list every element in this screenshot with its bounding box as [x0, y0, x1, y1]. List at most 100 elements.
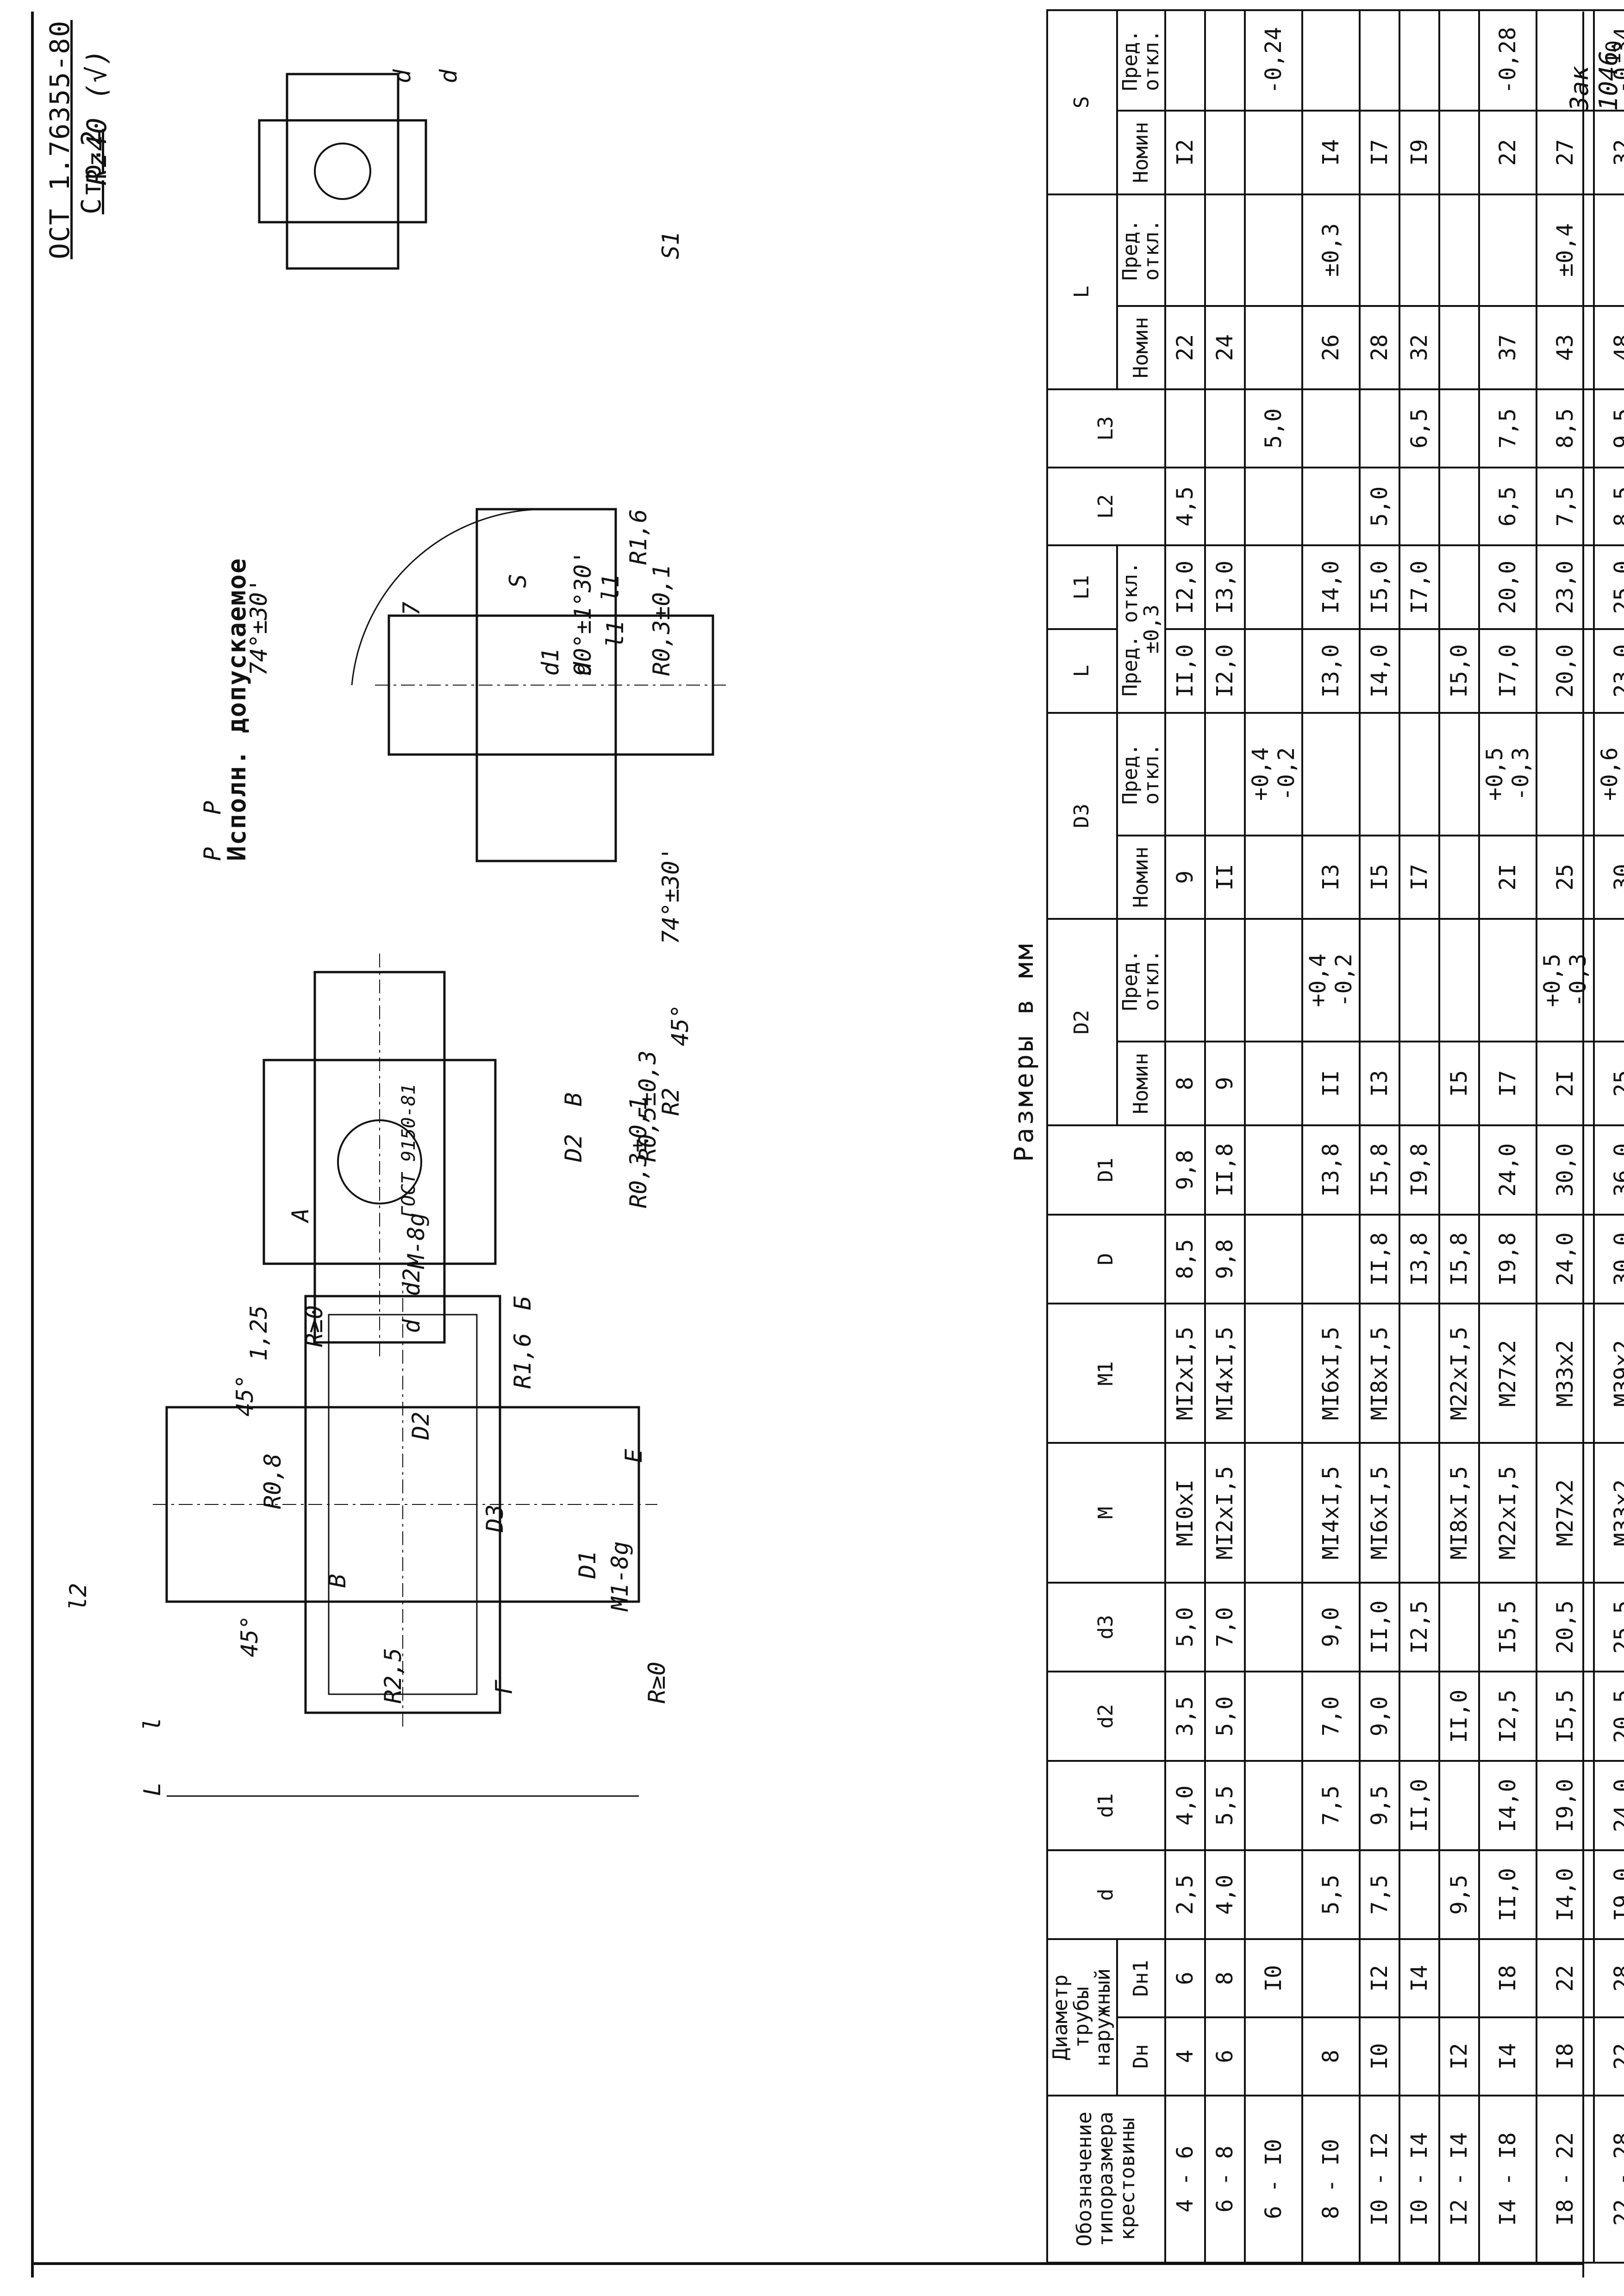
cell-D2	[1244, 1042, 1302, 1125]
cell-des: I0 - I4	[1399, 2095, 1439, 2263]
cell-M: MI0xI	[1165, 1443, 1205, 1583]
cell-des: 8 - I0	[1302, 2095, 1360, 2263]
cell-Lt	[1359, 194, 1399, 306]
cell-D2t	[1479, 919, 1537, 1042]
cell-l3: 6,5	[1399, 389, 1439, 468]
cell-St	[1302, 10, 1360, 111]
cell-l3	[1359, 389, 1399, 468]
cell-l2	[1302, 467, 1360, 546]
cross-section-drawing	[153, 1282, 657, 1797]
cell-d3: 5,0	[1165, 1582, 1205, 1672]
cell-D2: 9	[1205, 1042, 1245, 1125]
cell-L: 28	[1359, 306, 1399, 390]
cell-St: -0,28	[1479, 10, 1537, 111]
cell-M1	[1244, 1304, 1302, 1443]
cell-D1	[1439, 1125, 1479, 1215]
cell-Dn1	[1439, 1939, 1479, 2018]
dim-l1-a: l1	[597, 574, 624, 602]
cell-l: I5,0	[1439, 629, 1479, 713]
cell-Dn1	[1302, 1939, 1360, 2018]
cell-D	[1302, 1214, 1360, 1304]
cell-l1: 20,0	[1479, 545, 1537, 630]
cell-D3t	[1205, 712, 1245, 836]
cell-Dn1: 6	[1165, 1939, 1205, 2018]
cell-D2: I7	[1479, 1042, 1537, 1125]
dim-m8g: M-8g	[403, 1212, 430, 1268]
cell-d2: 7,0	[1302, 1672, 1360, 1761]
cell-D: 30,0	[1593, 1214, 1624, 1304]
cell-D2: I3	[1359, 1042, 1399, 1125]
dim-125-a: 1,25	[245, 1305, 272, 1361]
cell-M: M33x2	[1593, 1443, 1624, 1583]
cell-D3: 25	[1536, 835, 1594, 919]
cell-l: II,0	[1165, 629, 1205, 713]
cell-l1: 25,0	[1593, 545, 1624, 630]
cell-l: 23,0	[1593, 629, 1624, 713]
cell-d2: 9,0	[1359, 1672, 1399, 1761]
cell-l2: 7,5	[1536, 467, 1594, 546]
cell-S: I7	[1359, 110, 1399, 194]
cell-Lt	[1593, 194, 1624, 306]
cell-l	[1244, 629, 1302, 713]
cell-d: I9,0	[1593, 1850, 1624, 1940]
cell-M1: M22xI,5	[1439, 1304, 1479, 1443]
cell-S	[1439, 110, 1479, 194]
cell-D: 8,5	[1165, 1214, 1205, 1304]
cell-Dn: I4	[1479, 2017, 1537, 2096]
cell-M1	[1399, 1304, 1439, 1443]
cell-D: II,8	[1359, 1214, 1399, 1304]
cell-L: 43	[1536, 306, 1594, 390]
cell-M1: M33x2	[1536, 1304, 1594, 1443]
label-v: В	[324, 1573, 351, 1588]
cell-Dn1: I8	[1479, 1939, 1537, 2018]
label-g: Г	[491, 1680, 518, 1694]
hdr-L-tol: Пред. откл.	[1117, 194, 1165, 306]
cell-D3t	[1439, 712, 1479, 836]
cell-S: 27	[1536, 110, 1594, 194]
cell-d3	[1439, 1582, 1479, 1672]
small-section-drawing	[258, 73, 427, 270]
dim-angle-74-a: 74°±30'	[657, 847, 684, 944]
cell-D2t	[1359, 919, 1399, 1042]
cell-M1: MI2xI,5	[1165, 1304, 1205, 1443]
cell-D1: I9,8	[1399, 1125, 1439, 1215]
dim-d-small-a: d	[389, 69, 416, 83]
dimensions-table: Обозначение типоразмера крестовины Диаме…	[1046, 9, 1624, 2264]
cell-D2t	[1244, 919, 1302, 1042]
hdr-M: M	[1047, 1443, 1165, 1583]
cell-Dn: 22	[1593, 2017, 1624, 2096]
cell-M1: MI8xI,5	[1359, 1304, 1399, 1443]
cell-d1: I9,0	[1536, 1761, 1594, 1850]
cell-Lt	[1439, 194, 1479, 306]
cell-M: MI2xI,5	[1205, 1443, 1245, 1583]
cell-L: 37	[1479, 306, 1537, 390]
cell-d2	[1244, 1672, 1302, 1761]
cell-d2: 3,5	[1165, 1672, 1205, 1761]
dim-angle-90: 90°±1°30'	[569, 550, 596, 676]
hdr-l: L	[1047, 629, 1117, 713]
hdr-S-nom: Номин	[1117, 110, 1165, 194]
gost-ref: ГОСТ 9150-81	[398, 1084, 419, 1217]
hdr-d2: d2	[1047, 1672, 1165, 1761]
cell-d1	[1244, 1761, 1302, 1850]
cell-M: MI6xI,5	[1359, 1443, 1399, 1583]
cell-D3: 9	[1165, 835, 1205, 919]
cell-l2: 8,5	[1593, 467, 1624, 546]
cell-D3: 30	[1593, 835, 1624, 919]
cell-l3	[1439, 389, 1479, 468]
dim-r08: R0,8	[259, 1453, 286, 1509]
cell-D: I3,8	[1399, 1214, 1439, 1304]
cell-d3: II,0	[1359, 1582, 1399, 1672]
roughness-check-icon: (√)	[81, 48, 112, 100]
cell-d2: 5,0	[1205, 1672, 1245, 1761]
order-number: Зак 1046	[1565, 50, 1623, 111]
cell-d1: 4,0	[1165, 1761, 1205, 1850]
dim-D2-b: D2	[560, 1134, 587, 1162]
cell-Dn1: 8	[1205, 1939, 1245, 2018]
dim-r2: R2	[657, 1087, 684, 1116]
cell-D3t: +0,6 -0,3	[1593, 712, 1624, 836]
